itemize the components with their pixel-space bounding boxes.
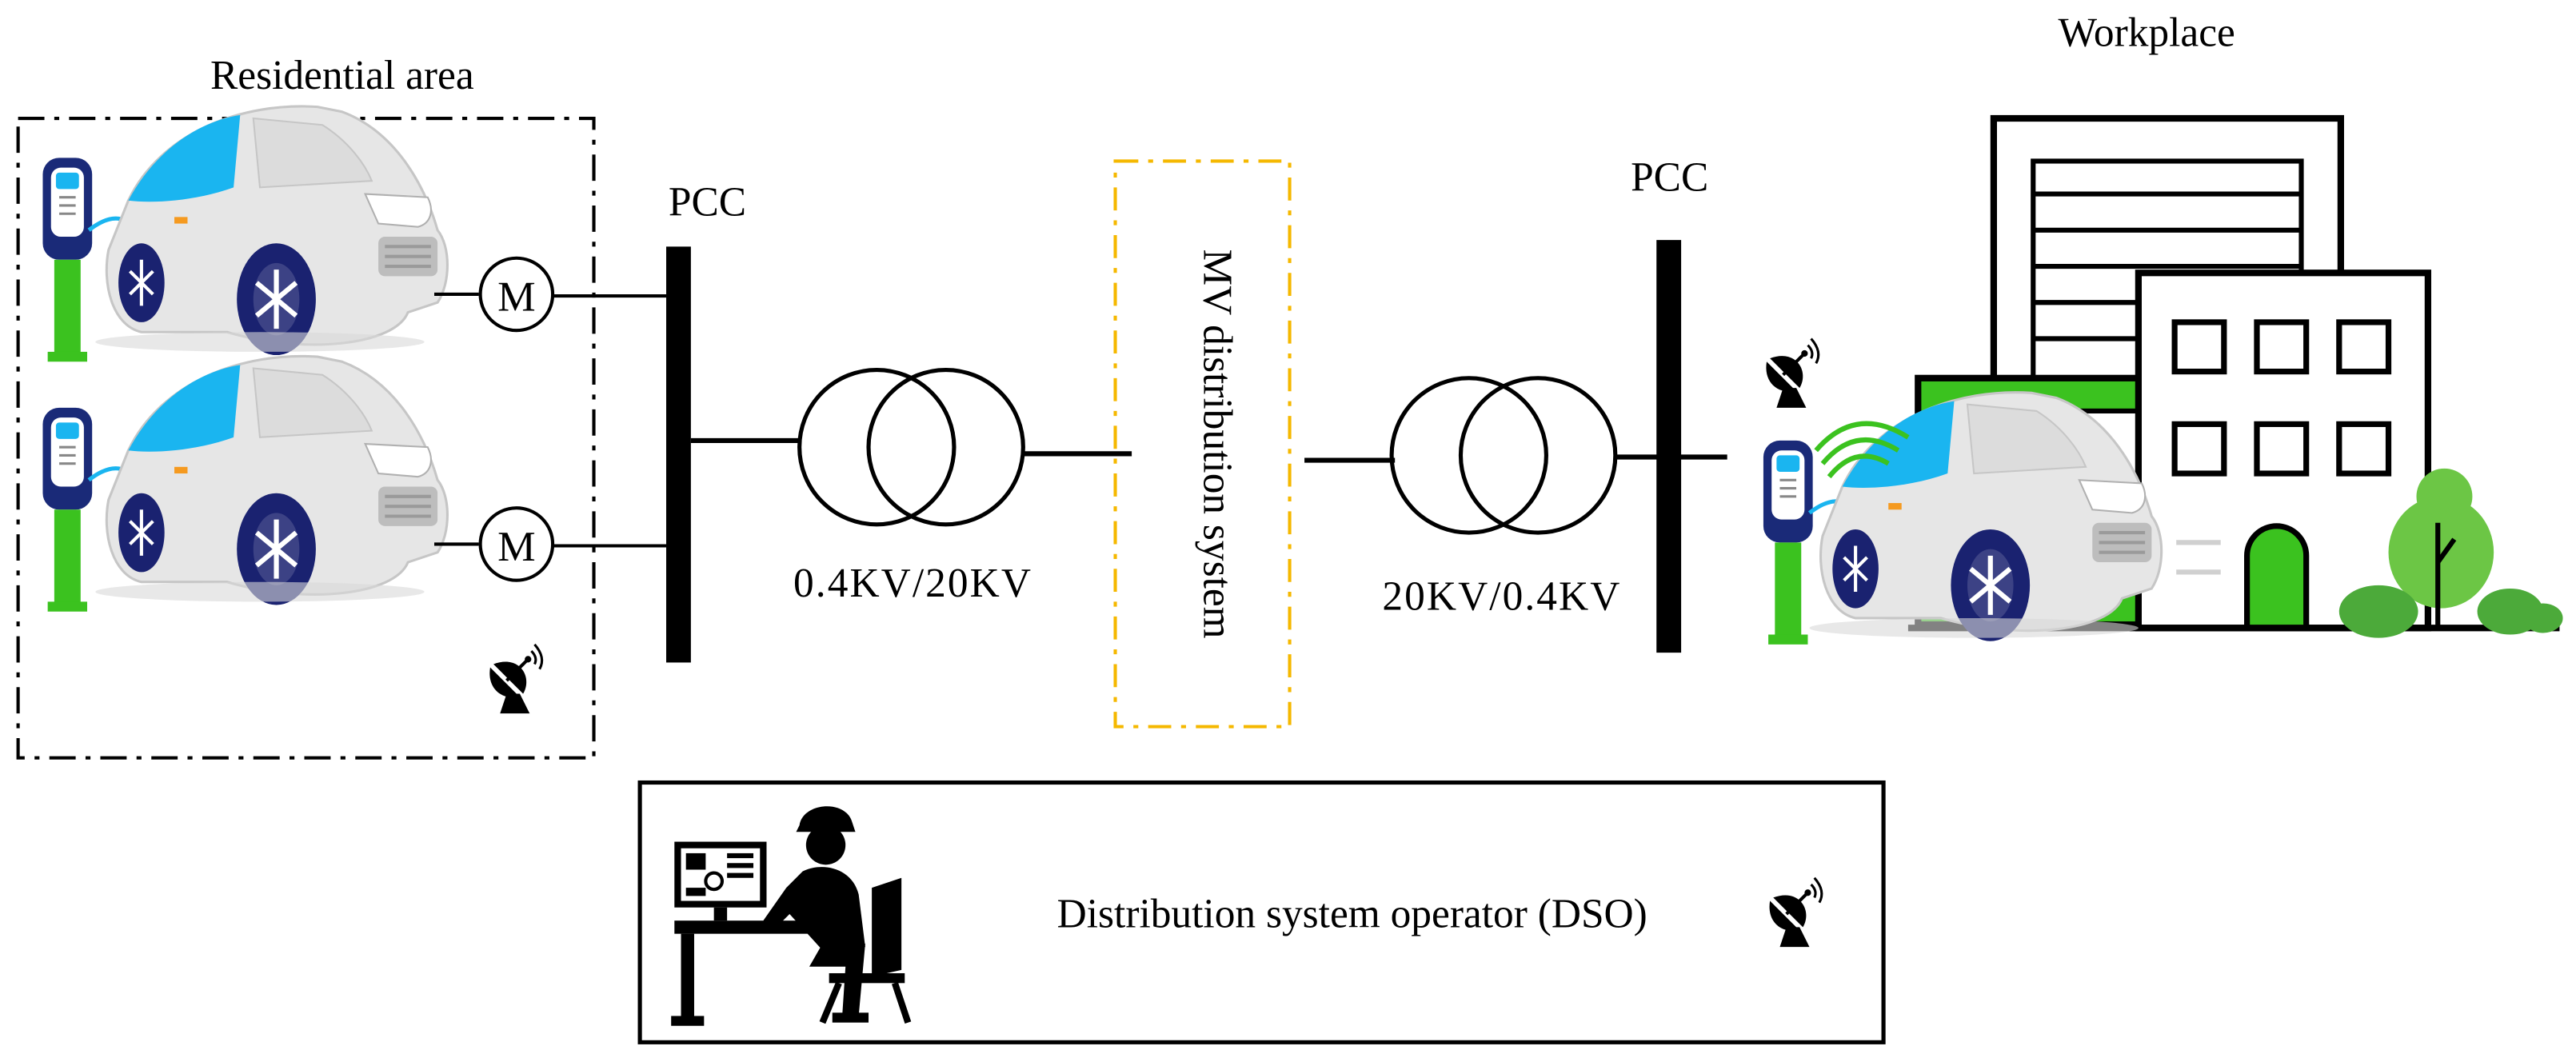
dso-label: Distribution system operator (DSO): [1057, 891, 1647, 936]
meter-label-top: M: [497, 273, 536, 321]
meter-label-bottom: M: [497, 522, 536, 570]
mv-distribution-box: [1113, 159, 1292, 729]
residential-area-title: Residential area: [210, 53, 474, 98]
residential-area-boundary: [16, 116, 596, 760]
operator-at-computer-icon: [671, 806, 912, 1026]
electric-car-icon: [95, 356, 447, 605]
transformer-icon: [1389, 376, 1618, 535]
satellite-dish-icon: [1766, 338, 1818, 407]
transformer-left-rating: 0.4KV/20KV: [793, 561, 1032, 606]
transformer-icon: [797, 367, 1025, 527]
workplace-title: Workplace: [2058, 10, 2235, 56]
pcc-right-busbar: [1656, 240, 1682, 653]
pcc-left-label: PCC: [669, 179, 746, 225]
electric-car-icon: [95, 106, 447, 355]
satellite-dish-icon: [489, 645, 541, 713]
pcc-left-busbar: [666, 246, 691, 663]
wireless-signal-icon: [1814, 421, 1910, 479]
transformer-right-rating: 20KV/0.4KV: [1382, 574, 1621, 620]
mv-distribution-label: MV distribution system: [1195, 249, 1240, 638]
tree-icon: [2338, 468, 2563, 638]
pcc-right-label: PCC: [1631, 154, 1708, 200]
